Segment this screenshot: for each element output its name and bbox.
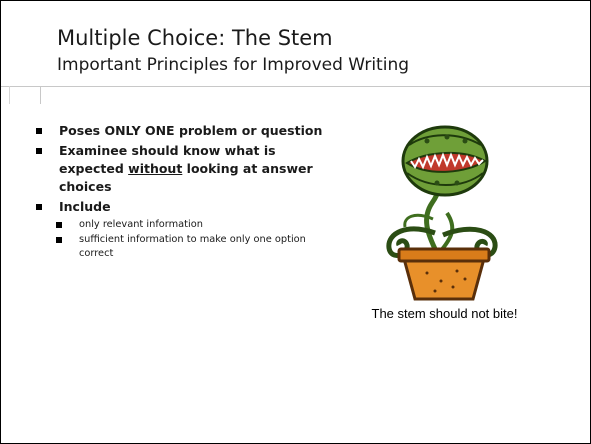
trap-spot (424, 138, 430, 144)
bullet-include: Include (36, 198, 336, 216)
bullet-list: Poses ONLY ONE problem or question Exami… (36, 122, 336, 262)
underlined-word: without (128, 161, 183, 176)
bullet-text-part: looking at answer choices (59, 161, 313, 194)
pot-dot (455, 269, 459, 273)
trap-spot (454, 180, 460, 186)
pot-dot (433, 289, 437, 293)
trap-spot (462, 138, 468, 144)
slide-subtitle: Important Principles for Improved Writin… (57, 55, 410, 75)
bullet-one-problem: Poses ONLY ONE problem or question (36, 122, 336, 140)
trap-spot (434, 180, 440, 186)
small-leaf (403, 213, 434, 228)
sub-bullet-relevant: only relevant information (56, 218, 336, 232)
pot-dot (451, 285, 455, 289)
slide-title: Multiple Choice: The Stem (57, 26, 333, 50)
trap-teeth (410, 152, 484, 170)
trap-spot (444, 134, 450, 140)
venus-flytrap-plant-icon (386, 125, 498, 301)
pot-rim (397, 247, 491, 263)
image-caption: The stem should not bite! (371, 306, 518, 321)
bullet-know-expected: Examinee should know what is expected wi… (36, 142, 336, 196)
header-rule-tick (9, 86, 10, 104)
bullet-text-part: Examinee should know what is expected (59, 143, 276, 176)
header-rule (41, 86, 590, 87)
sub-bullet-sufficient: sufficient information to make only one … (56, 233, 336, 261)
pot-dot (439, 279, 443, 283)
header-rule-left (1, 86, 41, 104)
pot-dot (463, 277, 467, 281)
trap-vein (408, 134, 482, 146)
pot-dot (425, 271, 429, 275)
trap-vein-2 (406, 172, 484, 186)
